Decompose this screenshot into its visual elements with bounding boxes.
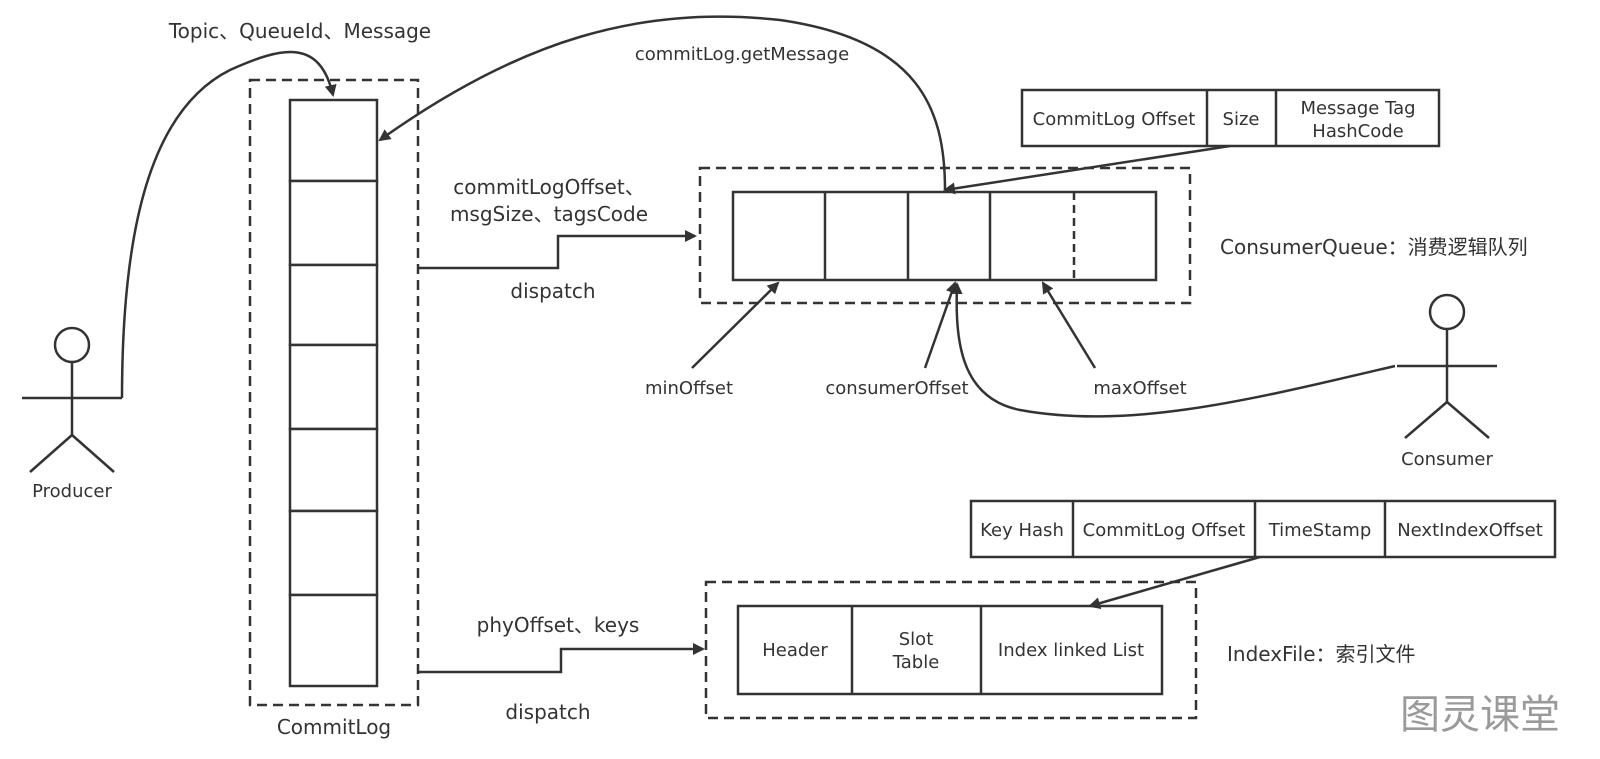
commitlog-block — [288, 179, 379, 267]
commitlog-block — [288, 509, 379, 597]
commitlog-block — [288, 427, 379, 513]
index-entry-commitlog-offset: CommitLog Offset — [1083, 520, 1246, 541]
cq-entry-box — [1020, 88, 1441, 148]
indexfile-header-cell: Header — [762, 640, 828, 661]
indexfile-label: IndexFile：索引文件 — [1227, 642, 1416, 666]
getmessage-label: commitLog.getMessage — [635, 44, 849, 65]
cq-entry-structure — [1020, 88, 1441, 148]
index-entry-key-hash: Key Hash — [980, 520, 1064, 541]
commitlog-block — [288, 98, 379, 183]
cq-dispatch-label: dispatch — [510, 279, 595, 303]
cq-entry-hashcode: HashCode — [1312, 121, 1403, 142]
index-entry-structure — [969, 499, 1557, 559]
index-entry-next-index-offset: NextIndexOffset — [1397, 520, 1543, 541]
producer-to-commitlog-arrow — [120, 50, 337, 399]
cq-entry-size: Size — [1223, 109, 1260, 130]
dispatch-to-consumequeue-arrow — [418, 230, 697, 270]
dispatch-to-indexfile-arrow — [418, 643, 705, 674]
consumeroffset-label: consumerOffset — [825, 378, 968, 399]
indexfile-dashed-frame — [704, 580, 1198, 720]
consumequeue-slot-row — [731, 190, 1158, 282]
indexfile-slot-cell-line2: Table — [892, 652, 940, 673]
watermark-logo: 图灵课堂 — [1400, 692, 1560, 738]
consumequeue-label: ConsumerQueue：消费逻辑队列 — [1220, 235, 1528, 259]
commitlog-block — [288, 343, 379, 431]
cq-dispatch-field-2: msgSize、tagsCode — [450, 202, 648, 226]
maxoffset-arrow — [1041, 281, 1097, 369]
cq-entry-message-tag: Message Tag — [1300, 98, 1415, 119]
cq-dispatch-field-1: commitLogOffset、 — [453, 175, 644, 199]
commitlog-label: CommitLog — [277, 715, 391, 739]
producer-actor — [22, 326, 122, 473]
consumer-label: Consumer — [1401, 449, 1493, 470]
consumer-to-consumequeue-arrow — [950, 282, 1396, 418]
index-entry-pointer-arrow — [1088, 555, 1261, 609]
cq-entry-commitlog-offset: CommitLog Offset — [1033, 109, 1196, 130]
minoffset-arrow — [691, 281, 780, 369]
commitlog-block — [288, 593, 379, 688]
commitlog-blocks — [288, 98, 379, 688]
index-entry-box — [969, 499, 1557, 559]
producer-label: Producer — [32, 481, 112, 502]
cq-entry-pointer-arrow — [943, 144, 1231, 195]
commitlog-dashed-frame — [248, 78, 420, 707]
index-entry-timestamp: TimeStamp — [1268, 520, 1372, 541]
commitlog-block — [288, 263, 379, 347]
indexfile-linked-list-cell: Index linked List — [998, 640, 1144, 661]
indexfile-cells — [736, 604, 1164, 696]
consumequeue-slots — [731, 190, 1158, 282]
message-input-label: Topic、QueueId、Message — [168, 19, 431, 43]
consumeroffset-arrow — [923, 281, 958, 369]
index-dispatch-fields: phyOffset、keys — [477, 613, 640, 637]
maxoffset-label: maxOffset — [1093, 378, 1186, 399]
consumequeue-dashed-frame — [698, 166, 1192, 305]
index-dispatch-label: dispatch — [505, 700, 590, 724]
minoffset-label: minOffset — [645, 378, 733, 399]
indexfile-slot-cell-line1: Slot — [899, 629, 934, 650]
getmessage-arrow — [378, 15, 947, 191]
indexfile-row — [736, 604, 1164, 696]
consumer-actor — [1397, 293, 1497, 439]
